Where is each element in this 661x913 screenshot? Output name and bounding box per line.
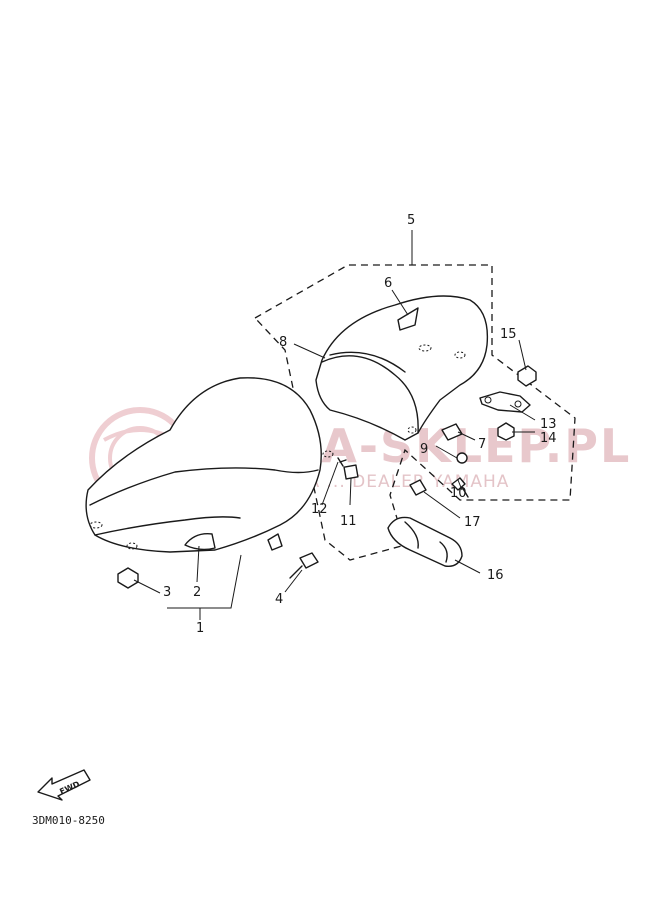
callout-2: 2 [193, 585, 201, 600]
assembly-outline [254, 230, 576, 561]
bracket-part-16 [387, 516, 463, 567]
callout-14: 14 [540, 431, 557, 446]
callout-9: 9 [420, 442, 428, 457]
callout-4: 4 [275, 592, 283, 607]
callout-5: 5 [407, 213, 415, 228]
bolt-part-15 [517, 365, 537, 387]
hardware [117, 365, 537, 589]
callout-13: 13 [540, 417, 557, 432]
callout-17: 17 [464, 515, 481, 530]
callout-16: 16 [487, 568, 504, 583]
callout-7: 7 [478, 437, 486, 452]
rider-seat [85, 377, 334, 553]
passenger-seat [315, 295, 489, 441]
leader-lines [133, 289, 536, 620]
callouts: 5 6 8 15 13 14 7 9 10 17 16 11 12 4 3 2 … [163, 213, 557, 636]
clip-part-11 [343, 464, 359, 480]
callout-10: 10 [450, 486, 467, 501]
callout-11: 11 [340, 514, 357, 529]
callout-12: 12 [311, 502, 328, 517]
callout-15: 15 [500, 327, 517, 342]
callout-3: 3 [163, 585, 171, 600]
diagram-code: 3DM010-8250 [32, 814, 105, 827]
bracket-part-4 [267, 533, 283, 551]
nut-part-3 [117, 567, 139, 589]
fwd-arrow-icon: FWD [37, 769, 91, 801]
bracket-part-13 [479, 391, 531, 413]
bolt-part-4 [299, 552, 319, 569]
nut-part-14 [497, 422, 515, 441]
washer-part-9 [456, 452, 468, 464]
screw-part-10 [451, 477, 466, 491]
callout-8: 8 [279, 335, 287, 350]
bolt-part-17 [409, 479, 427, 496]
callout-1: 1 [196, 621, 204, 636]
callout-6: 6 [384, 276, 392, 291]
pin-part-12 [337, 457, 347, 467]
